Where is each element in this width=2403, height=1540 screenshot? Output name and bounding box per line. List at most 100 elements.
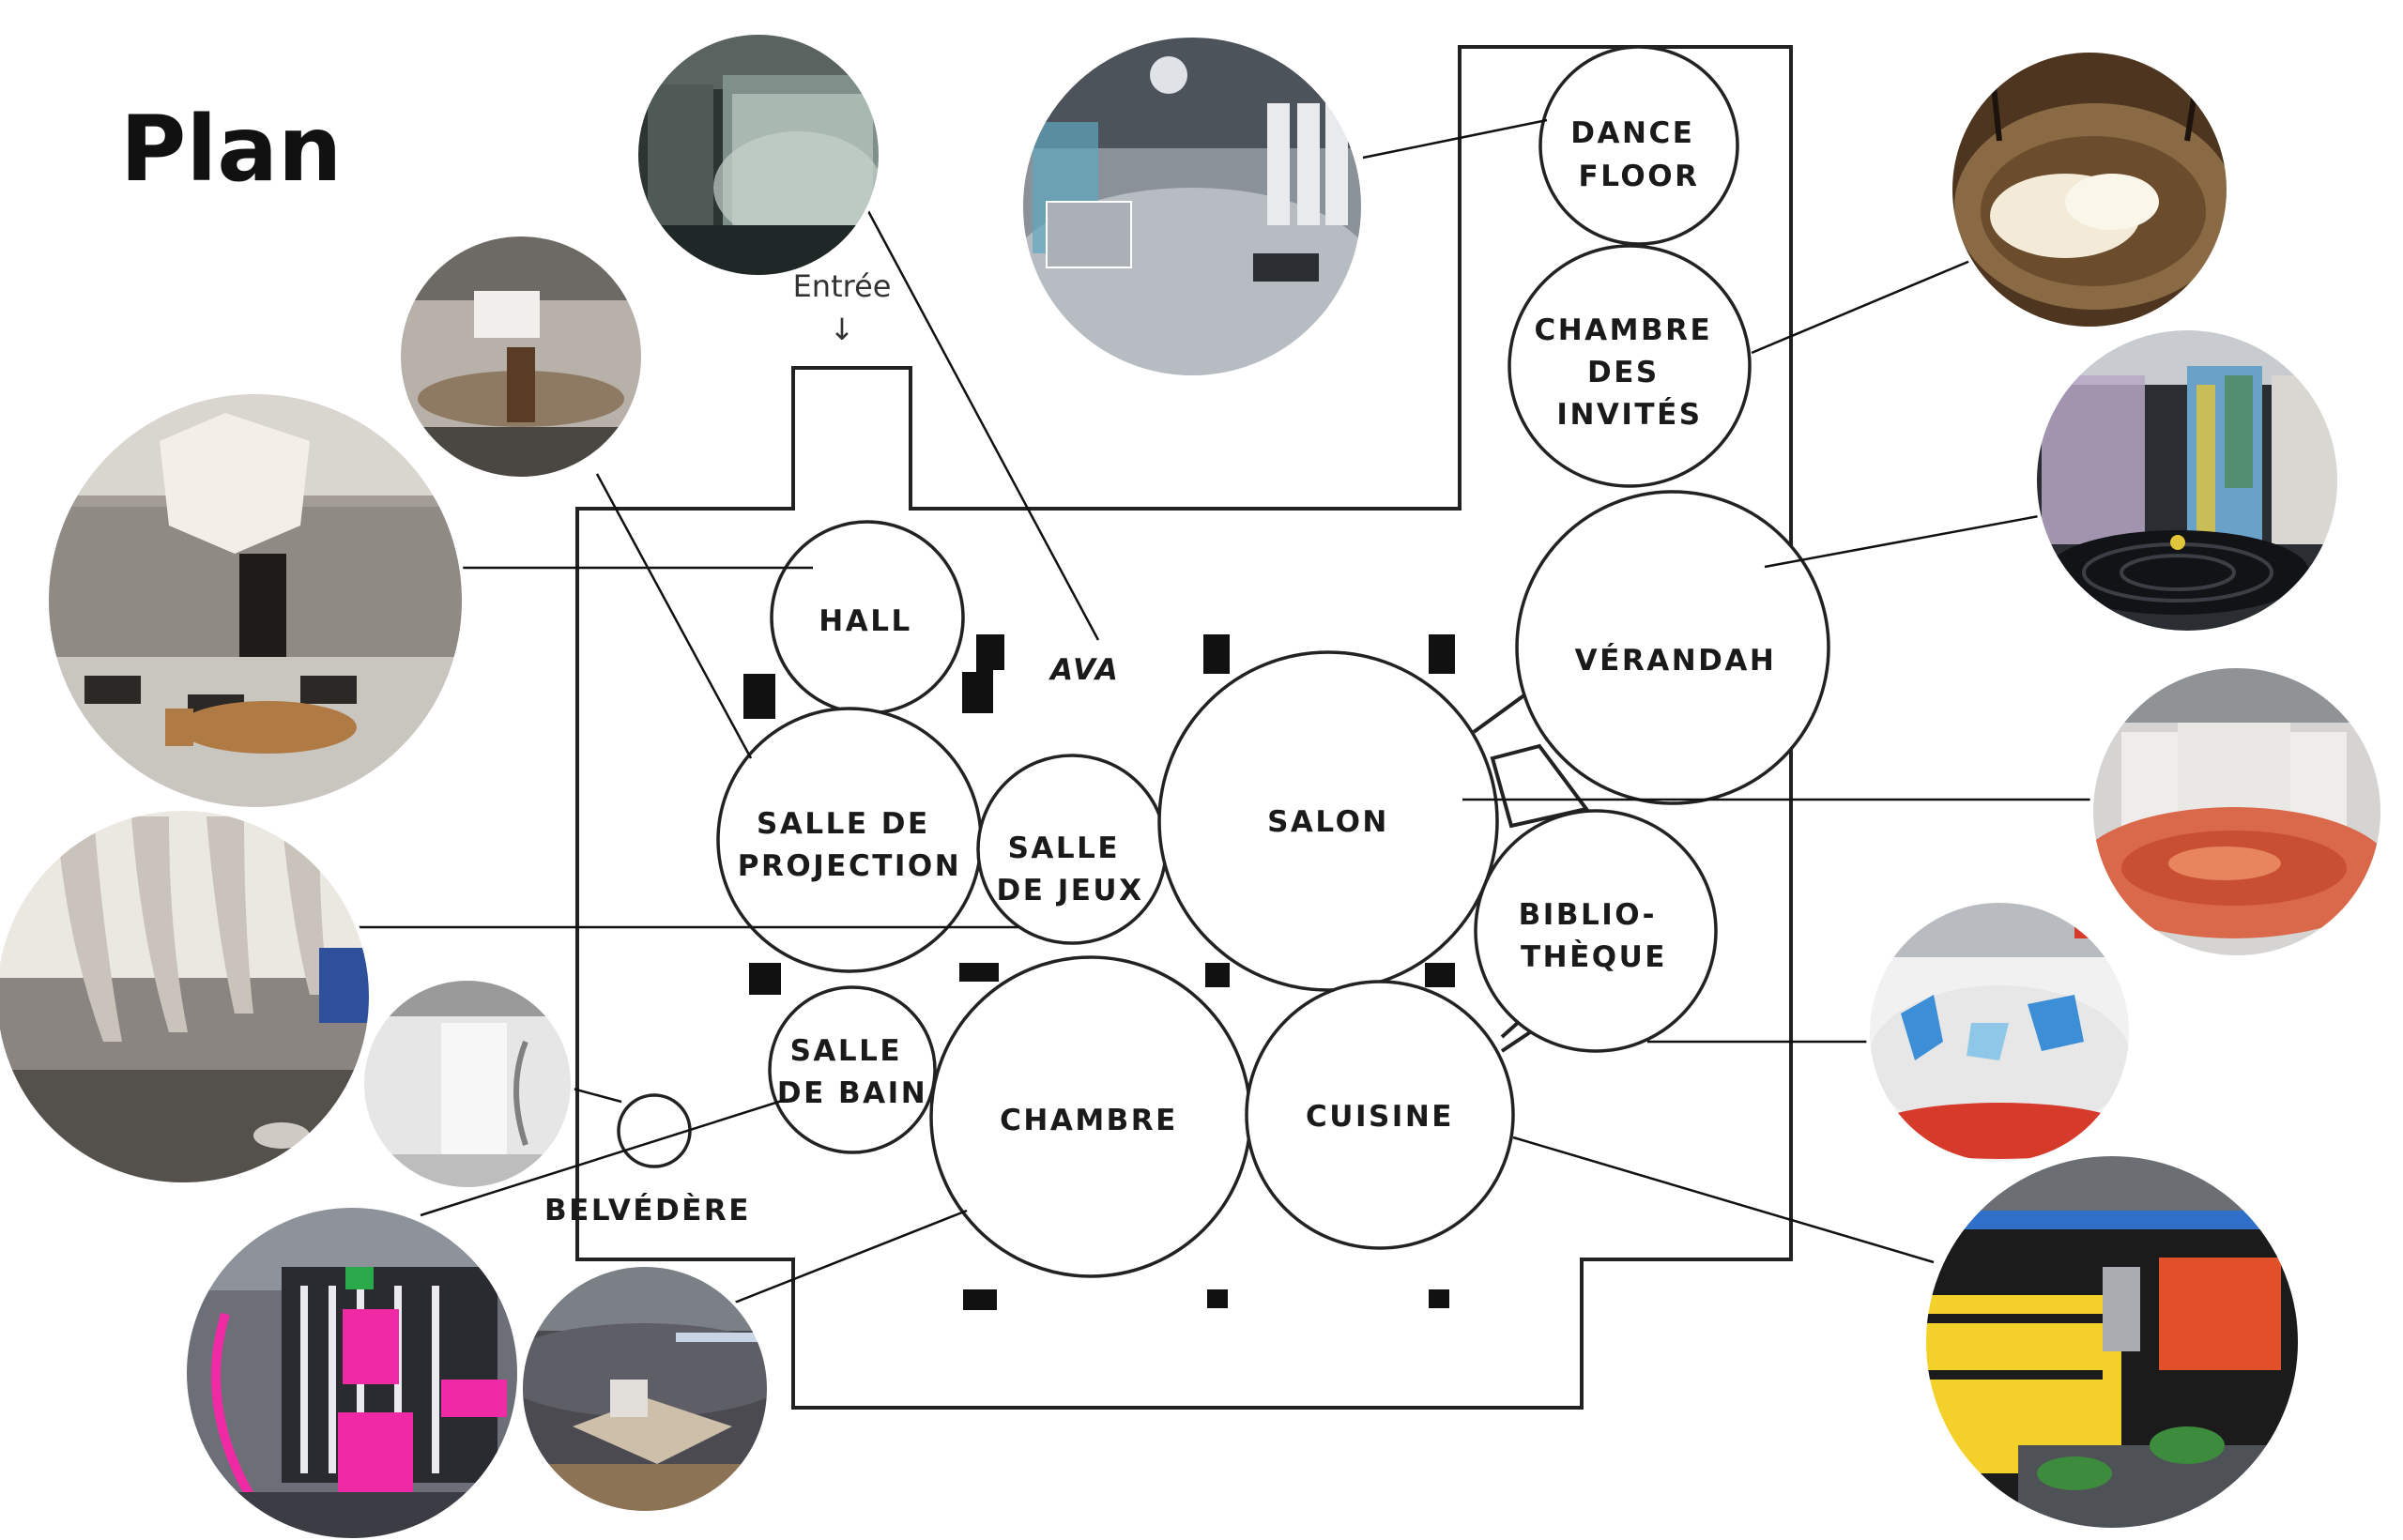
leader-line [420, 1098, 786, 1217]
photo-fill [1267, 103, 1290, 225]
photo-ring [2089, 664, 2384, 959]
leader-line [717, 1209, 968, 1311]
photo-fill [84, 676, 141, 704]
building-outline [575, 45, 1793, 1410]
photo-ring [45, 390, 466, 811]
photo-fill [441, 1380, 507, 1417]
photo-fill [300, 676, 357, 704]
photo-fill [131, 816, 188, 1032]
photo-ring [519, 1263, 771, 1515]
photo-ring [397, 233, 645, 480]
photo-ring [635, 31, 882, 279]
room-circle-dance-floor [1538, 45, 1739, 246]
leader-line [866, 210, 1100, 641]
photo-fill [300, 1286, 308, 1473]
photo-ring [1866, 899, 2133, 1166]
photo-fill [2150, 1426, 2225, 1464]
photo-fill [1325, 103, 1348, 225]
photo-fill [441, 1023, 507, 1164]
room-label-cuisine: CUISINE [1306, 1100, 1454, 1134]
photo-fill [1868, 1103, 2131, 1159]
room-label-line: DE BAIN [777, 1076, 927, 1110]
photo-fill [2042, 375, 2145, 544]
room-label-line: DES [1587, 356, 1660, 389]
photo-fill [2065, 174, 2159, 230]
photo-rings [0, 31, 2384, 1540]
photo-fill [521, 1323, 769, 1417]
photo-fill [2196, 385, 2215, 535]
room-circle-salon [1157, 650, 1499, 992]
pillar [962, 634, 1004, 713]
photo-fill [253, 1122, 310, 1149]
room-label-chambre: CHAMBRE [1000, 1104, 1178, 1137]
room-label-hall: HALL [819, 604, 911, 638]
room-label-dance-floor: DANCE FLOOR [1570, 116, 1707, 193]
room-circle-belvedere [617, 1093, 692, 1168]
photo-fill [507, 347, 535, 422]
photo-fill [338, 1412, 413, 1497]
entrance-label: Entrée [793, 268, 892, 304]
photo-fill [432, 1286, 439, 1473]
leader-line [1751, 256, 1978, 355]
photo-fill [1924, 1314, 2103, 1323]
photo-salle-de-jeux [0, 809, 371, 1184]
room-circle-chambre-des-invites [1508, 244, 1752, 488]
photo-ring [360, 977, 574, 1191]
room-label-line: FLOOR [1579, 160, 1700, 193]
photo-fill [207, 816, 253, 1014]
photo-fill [1967, 1023, 2009, 1060]
room-label-verandah: VÉRANDAH [1575, 644, 1777, 678]
leader-line [1512, 1136, 1935, 1264]
entrance-arrow-icon: ↓ [830, 312, 855, 347]
room-circle-bibliotheque [1474, 809, 1718, 1053]
photo-fill [345, 1267, 374, 1289]
leader-line [572, 1087, 622, 1104]
photo-fill [513, 1040, 528, 1146]
pillar [1429, 1289, 1449, 1308]
photo-cuisine [1924, 1154, 2300, 1530]
room-label-bibliotheque: BIBLIO- THÈQUE [1519, 898, 1670, 974]
photo-fill [1046, 201, 1132, 268]
photo-fill [2168, 846, 2281, 880]
photo-verandah [2035, 328, 2339, 633]
pillar [1429, 634, 1455, 674]
room-circle-verandah [1515, 490, 1830, 805]
photo-chambre-des-invites [1951, 51, 2228, 328]
photo-fill [1150, 56, 1187, 94]
photo-fill [2170, 535, 2185, 550]
room-label-salle-de-bain: SALLE DE BAIN [777, 1034, 927, 1110]
photo-ring [1949, 49, 2230, 330]
photo-hall [47, 392, 464, 809]
room-label-line: CUISINE [1306, 1100, 1454, 1134]
leader-line [595, 473, 753, 759]
photo-fill [329, 1286, 336, 1473]
room-label-line: SALLE DE [757, 807, 930, 841]
photo-fill [1868, 901, 2131, 957]
page-title: Plan [120, 97, 342, 202]
room-label-line: BELVÉDÈRE [544, 1194, 751, 1227]
photo-fill [343, 1309, 399, 1384]
pillars [743, 634, 1455, 1310]
room-label-salle-de-jeux: SALLE DE JEUX [997, 831, 1144, 907]
photo-ring [0, 807, 373, 1186]
photo-fill [2225, 375, 2253, 488]
photo-ring [183, 1204, 521, 1540]
photo-fill [676, 1333, 760, 1342]
photo-fill [1924, 1211, 2300, 1229]
pillar [959, 963, 999, 982]
room-label-line: DANCE [1570, 116, 1694, 150]
photo-fill [1901, 995, 1943, 1060]
photo-fill [1924, 1370, 2103, 1380]
room-label-salle-de-projection: SALLE DE PROJECTION [738, 807, 961, 883]
photo-fill [610, 1380, 648, 1417]
photo-fill [713, 131, 880, 244]
photo-fill [211, 1312, 258, 1504]
room-circle-salle-de-bain [768, 985, 937, 1154]
photo-ring [2033, 327, 2341, 634]
room-label-belvedere: BELVÉDÈRE [544, 1194, 751, 1227]
room-label-chambre-des-invites: CHAMBRE DES INVITÉS [1534, 313, 1724, 432]
photo-fill [178, 701, 357, 754]
room-circle-cuisine [1245, 980, 1515, 1250]
photo-ring [1019, 34, 1365, 379]
